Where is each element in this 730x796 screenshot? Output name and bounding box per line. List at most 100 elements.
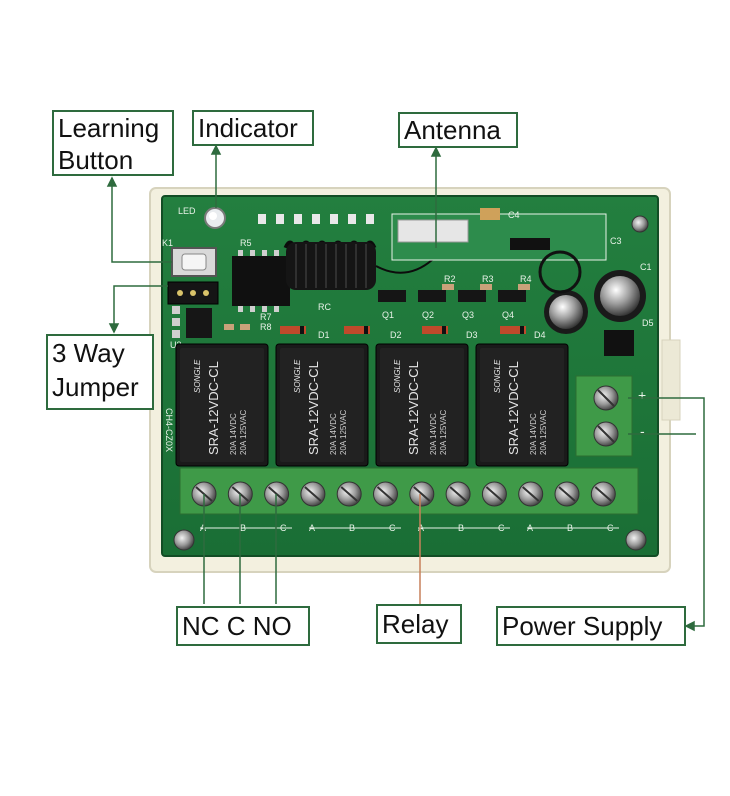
relay-rating1-text: 20A 14VDC <box>229 413 238 455</box>
relay-label-text: Relay <box>382 609 449 639</box>
silk-q2: Q2 <box>422 310 434 320</box>
learning-button-label-line2: Button <box>58 145 134 175</box>
silk-rc: RC <box>318 302 331 312</box>
relay-rating2-text: 20A 125VAC <box>439 410 448 455</box>
abc-group: A B C <box>527 523 619 533</box>
silk-c3: C3 <box>610 236 622 246</box>
silk-d1: D1 <box>318 330 330 340</box>
abc-letter: C <box>389 523 396 533</box>
smd-components-left <box>224 324 250 330</box>
relay-rating1-text: 20A 14VDC <box>429 413 438 455</box>
relay-brand-text: SONGLE <box>293 359 302 393</box>
transistor-black <box>538 250 582 294</box>
silk-r4: R4 <box>520 274 532 284</box>
indicator-label-text: Indicator <box>198 113 298 143</box>
silk-r8: R8 <box>260 322 272 332</box>
silk-d5: D5 <box>642 318 654 328</box>
relay-model-text: SRA-12VDC-CL <box>206 361 221 455</box>
abc-letter: B <box>567 523 573 533</box>
abc-letter: B <box>240 523 246 533</box>
abc-letter: C <box>607 523 614 533</box>
power-terminal <box>575 375 633 457</box>
terminal-screw <box>409 481 435 507</box>
silk-r3: R3 <box>482 274 494 284</box>
power-supply-label-text: Power Supply <box>502 611 663 641</box>
silk-led: LED <box>178 206 196 216</box>
abc-letter: C <box>280 523 287 533</box>
learning-button-label: Learning Button <box>52 110 174 176</box>
silk-q4: Q4 <box>502 310 514 320</box>
corner-screws <box>173 215 649 551</box>
relay-rating1-text: 20A 14VDC <box>529 413 538 455</box>
learning-button-label-line1: Learning <box>58 113 160 143</box>
relay-model-text: SRA-12VDC-CL <box>506 361 521 455</box>
jumper-label: 3 Way Jumper <box>46 334 154 410</box>
relay-brand-text: SONGLE <box>493 359 502 393</box>
silk-c1: C1 <box>640 262 652 272</box>
enclosure-side-tab <box>661 339 681 421</box>
relay-rating2-text: 20A 125VAC <box>239 410 248 455</box>
relay-rating2-text: 20A 125VAC <box>339 410 348 455</box>
relay-brand-text: SONGLE <box>393 359 402 393</box>
indicator-led <box>204 207 226 229</box>
silk-d4: D4 <box>534 330 546 340</box>
silk-q3: Q3 <box>462 310 474 320</box>
silk-u3: U3 <box>170 340 182 350</box>
abc-group: A B C <box>418 523 510 533</box>
terminal-screw <box>300 481 326 507</box>
relay-rating2-text: 20A 125VAC <box>539 410 548 455</box>
abc-letter: A <box>418 523 424 533</box>
relay-model-text: SRA-12VDC-CL <box>406 361 421 455</box>
abc-group: A B C <box>309 523 401 533</box>
relay-rating1-text: 20A 14VDC <box>329 413 338 455</box>
terminal-screw <box>590 481 616 507</box>
abc-letter: B <box>458 523 464 533</box>
silk-side-code: CH4-CZ0X <box>164 408 174 452</box>
three-way-jumper <box>167 281 219 305</box>
silk-q1: Q1 <box>382 310 394 320</box>
silk-r5: R5 <box>240 238 252 248</box>
indicator-label: Indicator <box>192 110 314 146</box>
antenna-coil-turns <box>295 244 367 288</box>
smd-pads-top <box>258 214 374 224</box>
nc-c-no-label: NC C NO <box>176 606 310 646</box>
capacitor-small <box>544 290 588 334</box>
terminal-screw <box>445 481 471 507</box>
abc-letter: A <box>527 523 533 533</box>
terminal-screw <box>554 481 580 507</box>
power-supply-label: Power Supply <box>496 606 686 646</box>
abc-letter: A <box>200 523 206 533</box>
terminal-screw <box>518 481 544 507</box>
relay-brand-text: SONGLE <box>193 359 202 393</box>
capacitor-large <box>594 270 646 322</box>
antenna-label-text: Antenna <box>404 115 501 145</box>
transistor-row <box>378 290 526 302</box>
rf-module <box>391 208 607 261</box>
regulator <box>172 306 212 338</box>
relay-model-text: SRA-12VDC-CL <box>306 361 321 455</box>
relay-label: Relay <box>376 604 462 644</box>
abc-letter: A <box>309 523 315 533</box>
nc-c-no-label-text: NC C NO <box>182 611 292 641</box>
terminal-screw <box>336 481 362 507</box>
silk-plus: + <box>638 387 646 403</box>
silk-r7: R7 <box>260 312 272 322</box>
abc-letter: C <box>498 523 505 533</box>
jumper-label-line2: Jumper <box>52 372 139 402</box>
silk-c4: C4 <box>508 210 520 220</box>
resistor-row <box>442 284 530 290</box>
terminal-screw <box>481 481 507 507</box>
silk-k1: K1 <box>162 238 173 248</box>
abc-letter: B <box>349 523 355 533</box>
diode-row <box>280 326 526 334</box>
silk-d2: D2 <box>390 330 402 340</box>
jumper-label-line1: 3 Way <box>52 338 125 368</box>
silk-minus: - <box>640 423 645 439</box>
terminal-screws <box>191 481 616 507</box>
